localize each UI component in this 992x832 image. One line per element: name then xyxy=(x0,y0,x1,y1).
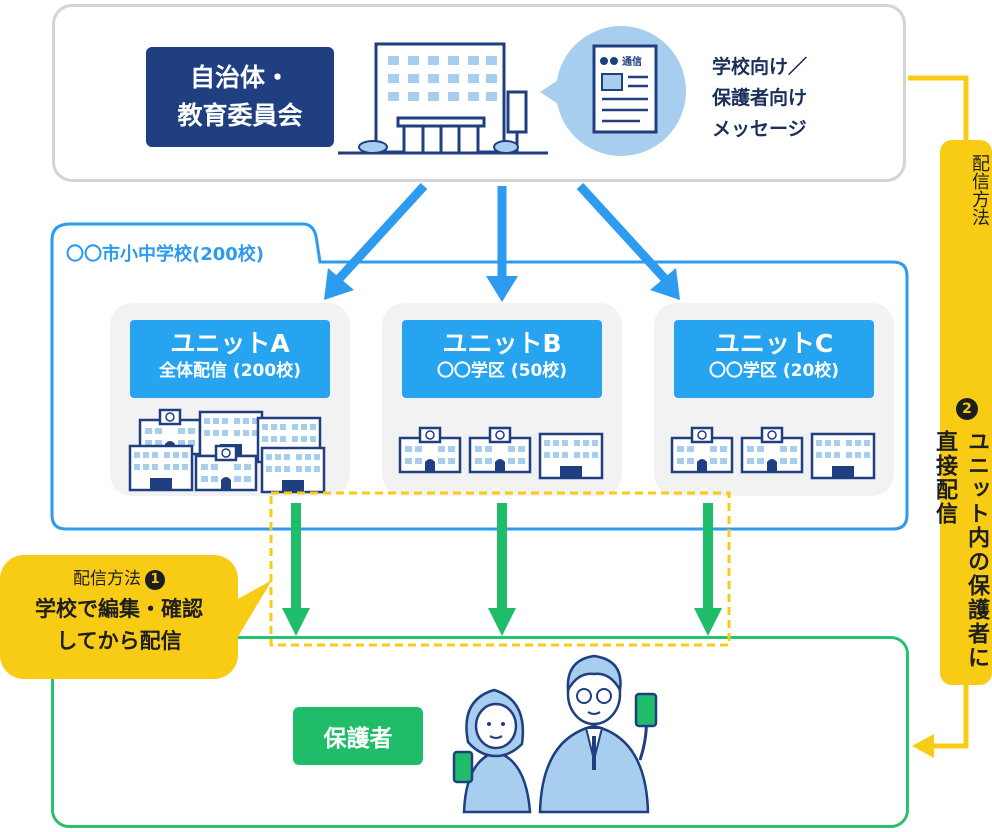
arrow-head-icon xyxy=(488,608,516,636)
unit-name: ユニットA xyxy=(170,329,290,358)
unit-label-a: ユニットA 全体配信 (200校) xyxy=(130,320,330,398)
schools-title: 〇〇市小中学校(200校) xyxy=(66,244,265,265)
message-text: 学校向け／ 保護者向け メッセージ xyxy=(712,56,808,140)
parents-label: 保護者 xyxy=(293,707,423,765)
arrow-head-icon xyxy=(694,608,722,636)
method1-body: 学校で編集・確認 してから配信 xyxy=(35,597,203,653)
unit-name: ユニットB xyxy=(442,329,562,358)
arrow-head-icon xyxy=(324,268,354,300)
message-bubble xyxy=(556,26,686,156)
arrow-head-icon xyxy=(486,276,518,302)
arrow-head-icon xyxy=(912,734,934,758)
arrow-head-icon xyxy=(282,608,310,636)
method2-heading: 配信方法 xyxy=(969,154,990,226)
method2-number-badge: 2 xyxy=(956,398,978,420)
arrow-head-icon xyxy=(650,268,680,300)
authority-label: 自治体・ 教育委員会 xyxy=(146,47,334,147)
unit-sub: 〇〇学区 (50校) xyxy=(436,361,568,381)
unit-label-b: ユニットB 〇〇学区 (50校) xyxy=(402,320,602,398)
unit-name: ユニットC xyxy=(714,329,834,358)
method1-number-badge: 1 xyxy=(145,570,165,590)
method2-pill: 配信方法 2 ユニット内の保護者に直接配信 xyxy=(932,140,992,685)
unit-label-c: ユニットC 〇〇学区 (20校) xyxy=(674,320,874,398)
method2-body: ユニット内の保護者に直接配信 xyxy=(932,430,989,670)
unit-sub: 〇〇学区 (20校) xyxy=(708,361,840,381)
unit-sub: 全体配信 (200校) xyxy=(159,361,301,381)
method1-head-text: 配信方法 xyxy=(73,569,141,589)
